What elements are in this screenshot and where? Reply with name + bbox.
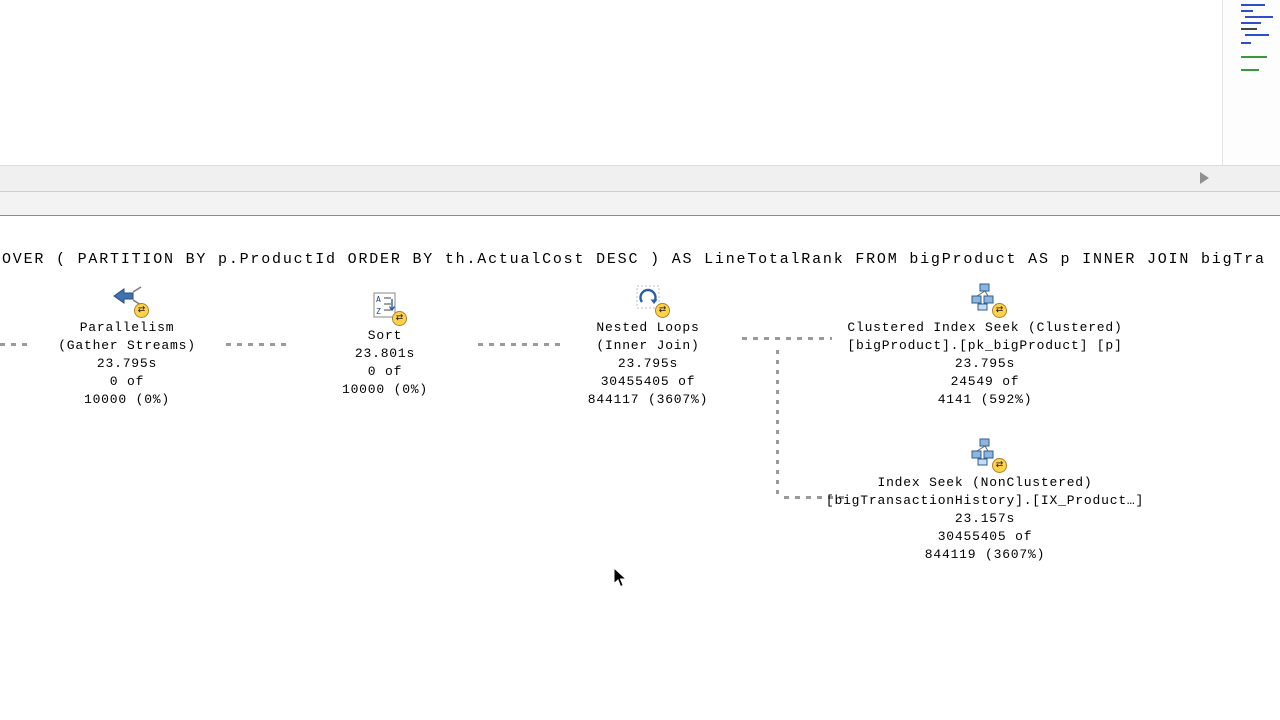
node-label: Sort: [367, 328, 403, 343]
minimap-line: [1241, 22, 1261, 24]
node-rows: 0 of: [109, 374, 145, 389]
clustered-index-seek-icon: ⇄: [968, 283, 1007, 318]
node-time: 23.795s: [954, 356, 1016, 371]
minimap-line: [1241, 69, 1259, 71]
node-rows: 30455405 of: [600, 374, 696, 389]
minimap-line: [1245, 16, 1273, 18]
horizontal-scrollbar[interactable]: [0, 165, 1280, 192]
execution-plan-pane: OVER ( PARTITION BY p.ProductId ORDER BY…: [0, 216, 1280, 720]
plan-query-text: OVER ( PARTITION BY p.ProductId ORDER BY…: [2, 251, 1266, 268]
node-object: [bigTransactionHistory].[IX_Product…]: [825, 493, 1145, 508]
query-editor-pane[interactable]: [0, 0, 1280, 165]
svg-text:A: A: [376, 295, 381, 304]
connector-vertical-branch: [776, 350, 779, 498]
svg-text:Z: Z: [376, 307, 381, 316]
node-rows-pct: 10000 (0%): [83, 392, 170, 407]
minimap-line: [1241, 42, 1251, 44]
nested-loops-icon: ⇄: [631, 283, 670, 318]
connector-branch-indexseek: [784, 496, 848, 499]
connector-parallelism-sort: [226, 343, 292, 346]
plan-node-sort[interactable]: A Z ⇄ Sort 23.801s 0 of 10000 (0%): [285, 291, 485, 399]
node-label: Nested Loops: [596, 320, 700, 335]
node-rows-pct: 844119 (3607%): [924, 547, 1046, 562]
minimap-line: [1241, 4, 1265, 6]
node-object: [bigProduct].[pk_bigProduct] [p]: [847, 338, 1123, 353]
index-seek-icon: ⇄: [968, 438, 1007, 473]
node-sublabel: (Gather Streams): [58, 338, 196, 353]
node-rows: 0 of: [367, 364, 403, 379]
node-time: 23.157s: [954, 511, 1016, 526]
node-rows-pct: 844117 (3607%): [587, 392, 709, 407]
plan-node-clustered-index-seek[interactable]: ⇄ Clustered Index Seek (Clustered) [bigP…: [810, 283, 1160, 409]
mouse-cursor: [613, 566, 628, 594]
node-sublabel: (Inner Join): [596, 338, 700, 353]
connector-sort-nestedloops: [478, 343, 560, 346]
sort-icon: A Z ⇄: [368, 291, 407, 326]
scroll-right-arrow-icon[interactable]: [1200, 172, 1209, 184]
node-label: Index Seek (NonClustered): [877, 475, 1093, 490]
node-label: Parallelism: [79, 320, 175, 335]
node-rows-pct: 10000 (0%): [341, 382, 428, 397]
node-rows: 24549 of: [950, 374, 1020, 389]
minimap-line: [1241, 10, 1253, 12]
node-label: Clustered Index Seek (Clustered): [847, 320, 1123, 335]
node-time: 23.801s: [354, 346, 416, 361]
minimap-line: [1241, 28, 1257, 30]
minimap-line: [1241, 56, 1267, 58]
parallelism-badge-icon: ⇄: [992, 303, 1007, 318]
parallelism-badge-icon: ⇄: [134, 303, 149, 318]
plan-node-parallelism[interactable]: ⇄ Parallelism (Gather Streams) 23.795s 0…: [7, 283, 247, 409]
node-time: 23.795s: [617, 356, 679, 371]
parallelism-icon: ⇄: [110, 283, 149, 318]
node-rows: 30455405 of: [937, 529, 1033, 544]
connector-nestedloops-clusteredseek: [742, 337, 832, 340]
plan-node-index-seek[interactable]: ⇄ Index Seek (NonClustered) [bigTransact…: [795, 438, 1175, 564]
minimap-line: [1245, 34, 1269, 36]
pane-splitter[interactable]: [0, 192, 1280, 216]
scroll-minimap[interactable]: [1222, 0, 1280, 165]
connector-edge-parallelism: [0, 343, 30, 346]
parallelism-badge-icon: ⇄: [655, 303, 670, 318]
node-rows-pct: 4141 (592%): [937, 392, 1033, 407]
node-time: 23.795s: [96, 356, 158, 371]
parallelism-badge-icon: ⇄: [392, 311, 407, 326]
parallelism-badge-icon: ⇄: [992, 458, 1007, 473]
plan-node-nested-loops[interactable]: ⇄ Nested Loops (Inner Join) 23.795s 3045…: [518, 283, 778, 409]
